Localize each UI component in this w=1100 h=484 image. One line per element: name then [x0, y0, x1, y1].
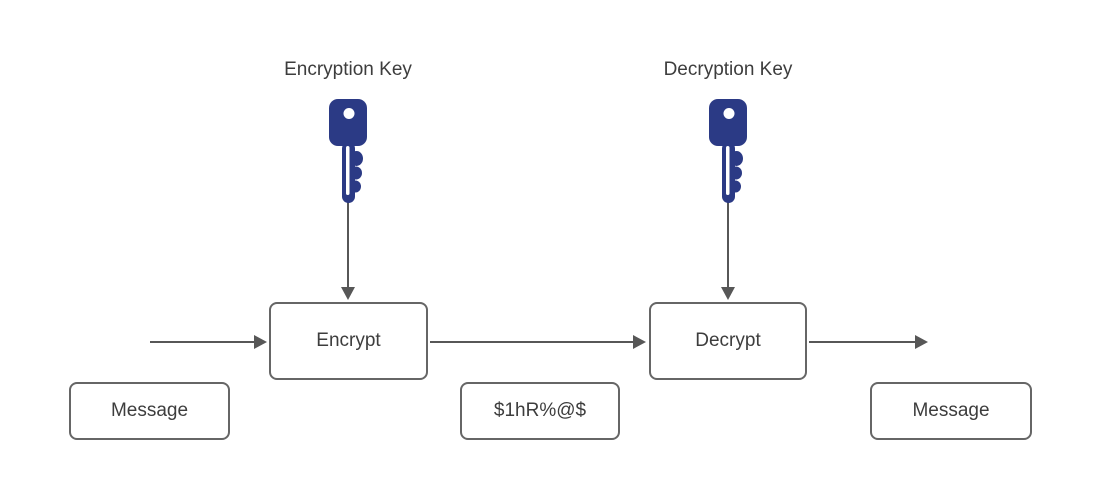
ciphertext-box: $1hR%@$: [460, 382, 620, 440]
decrypt-to-output-arrow: [809, 335, 928, 349]
encryption-key-label: Encryption Key: [284, 59, 412, 80]
encrypt-box: Encrypt: [269, 302, 428, 380]
decrypt-box: Decrypt: [649, 302, 807, 380]
message-output-box: Message: [870, 382, 1032, 440]
message-input-box: Message: [69, 382, 230, 440]
input-to-encrypt-arrow: [150, 335, 267, 349]
encrypt-to-decrypt-arrow: [430, 335, 646, 349]
decryption-key-to-decrypt-arrow: [721, 196, 735, 300]
encryption-key-to-encrypt-arrow: [341, 196, 355, 300]
decryption-key-label: Decryption Key: [663, 59, 793, 80]
encryption-key-icon: [329, 99, 367, 203]
decryption-key-icon: [709, 99, 747, 203]
